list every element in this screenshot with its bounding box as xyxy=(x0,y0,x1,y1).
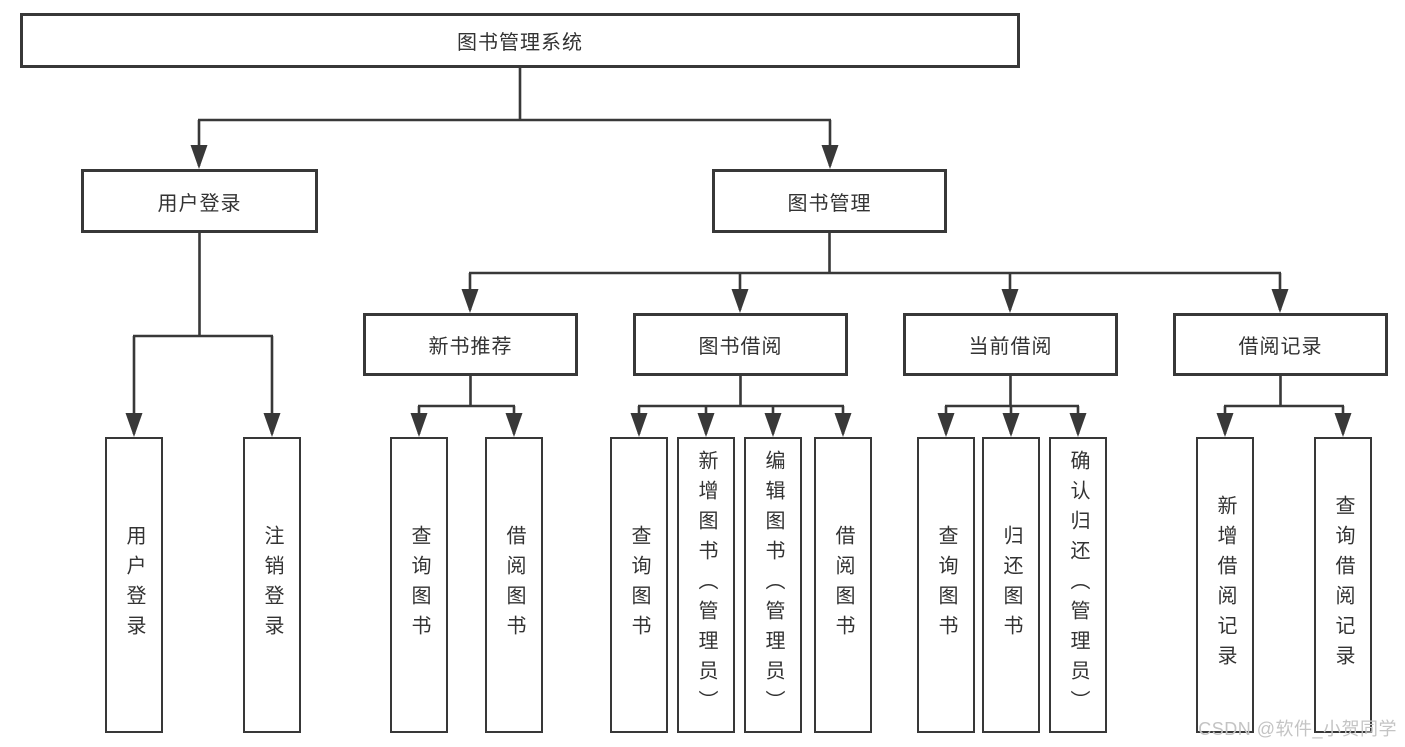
node-new-book-recommend: 新书推荐 xyxy=(363,313,578,376)
node-label: 新增借阅记录 xyxy=(1214,495,1236,675)
node-label: 注销登录 xyxy=(261,525,283,645)
csdn-watermark: CSDN @软件_小贺同学 xyxy=(1198,719,1397,739)
leaf-query-books-current: 查询图书 xyxy=(917,437,975,733)
node-label: 借阅图书 xyxy=(832,525,854,645)
node-label: 图书借阅 xyxy=(698,336,783,358)
leaf-borrow-books-recommend: 借阅图书 xyxy=(485,437,543,733)
node-label: 新增图书（管理员） xyxy=(695,450,717,720)
node-label: 查询图书 xyxy=(628,525,650,645)
node-label: 查询图书 xyxy=(935,525,957,645)
node-label: 借阅图书 xyxy=(503,525,525,645)
leaf-add-borrow-record: 新增借阅记录 xyxy=(1196,437,1254,733)
leaf-add-books-admin: 新增图书（管理员） xyxy=(677,437,735,733)
node-label: 当前借阅 xyxy=(968,336,1053,358)
node-label: 用户登录 xyxy=(157,192,242,215)
node-label: 借阅记录 xyxy=(1238,336,1323,358)
leaf-logout: 注销登录 xyxy=(243,437,301,733)
leaf-borrow-books: 借阅图书 xyxy=(814,437,872,733)
node-book-borrow: 图书借阅 xyxy=(633,313,848,376)
leaf-query-books-recommend: 查询图书 xyxy=(390,437,448,733)
node-label: 编辑图书（管理员） xyxy=(762,450,784,720)
node-borrow-records: 借阅记录 xyxy=(1173,313,1388,376)
node-label: 新书推荐 xyxy=(428,336,513,358)
leaf-confirm-return-admin: 确认归还（管理员） xyxy=(1049,437,1107,733)
node-user-login: 用户登录 xyxy=(81,169,318,233)
node-label: 图书管理系统 xyxy=(457,32,583,54)
arrowheads xyxy=(125,145,1352,437)
leaf-return-books: 归还图书 xyxy=(982,437,1040,733)
node-label: 图书管理 xyxy=(787,192,872,215)
node-label: 查询图书 xyxy=(408,525,430,645)
leaf-query-books-borrow: 查询图书 xyxy=(610,437,668,733)
node-book-management: 图书管理 xyxy=(712,169,947,233)
leaf-query-borrow-record: 查询借阅记录 xyxy=(1314,437,1372,733)
leaf-edit-books-admin: 编辑图书（管理员） xyxy=(744,437,802,733)
node-label: 确认归还（管理员） xyxy=(1067,450,1089,720)
leaf-user-login: 用户登录 xyxy=(105,437,163,733)
node-label: 查询借阅记录 xyxy=(1332,495,1354,675)
node-label: 归还图书 xyxy=(1000,525,1022,645)
node-library-management-system: 图书管理系统 xyxy=(20,13,1020,68)
node-label: 用户登录 xyxy=(123,525,145,645)
node-current-borrow: 当前借阅 xyxy=(903,313,1118,376)
